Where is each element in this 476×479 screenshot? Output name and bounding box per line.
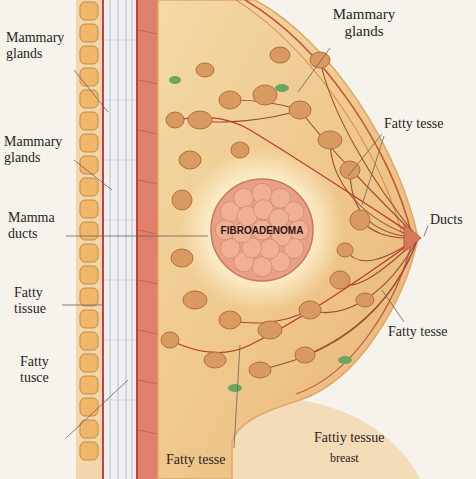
part-label: Mammary glands [318,6,410,41]
part-label: Fatty tesse [166,452,276,468]
part-label: breast [330,452,390,466]
part-label: Fatty tesse [388,324,472,340]
part-label: Mamma ducts [8,210,68,242]
part-label: Fatty tusce [20,354,70,386]
part-label: Mammary glands [4,134,74,166]
part-label: Mammary glands [6,30,76,62]
tumor-node: FIBROADENOMA [208,176,316,284]
part-label: Ducts [430,212,474,228]
tumor-label: FIBROADENOMA [221,225,304,236]
part-label: Fatty tissue [14,285,64,317]
part-label: Fatty tesse [384,116,468,132]
part-label: Fattiy tessue [314,430,434,446]
